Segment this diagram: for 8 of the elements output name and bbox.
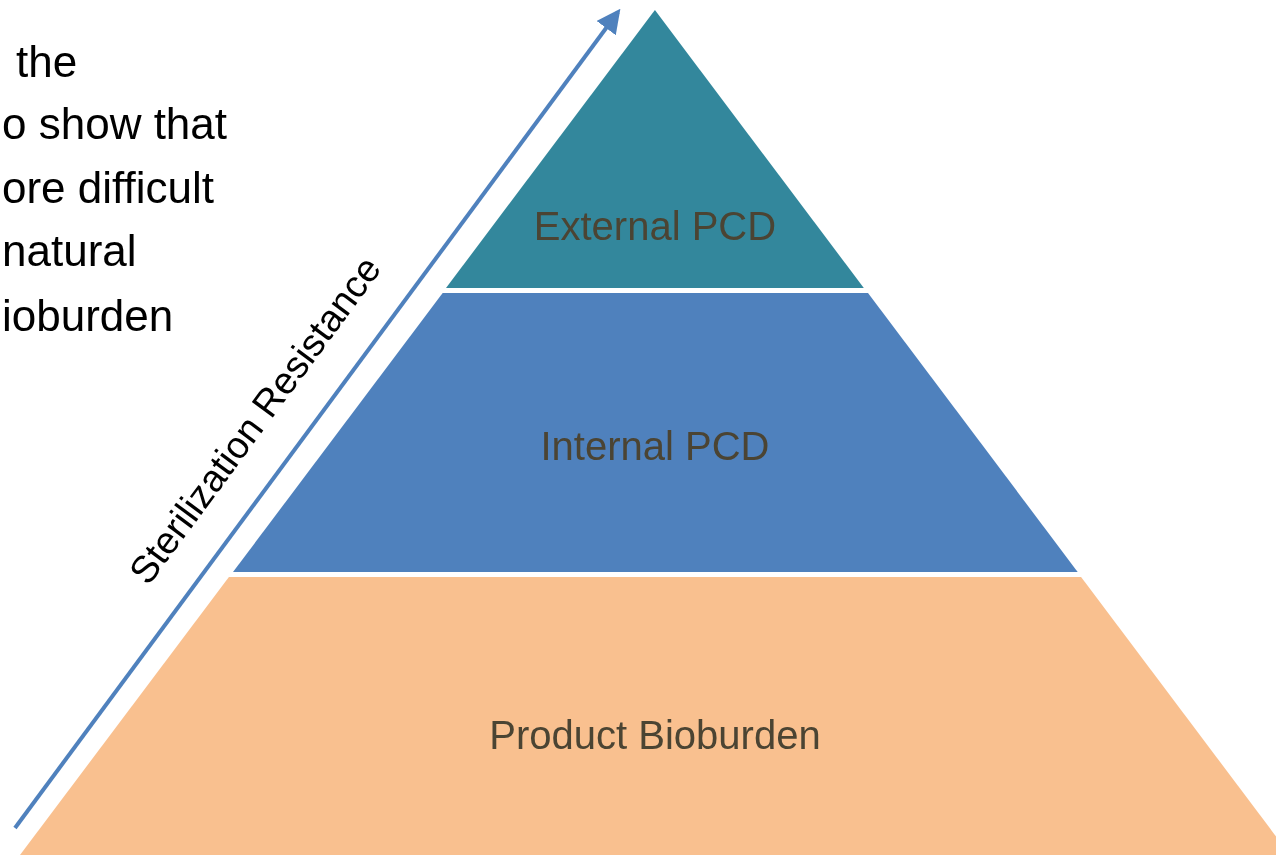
paragraph-line: the [16,40,78,84]
tier-label: External PCD [532,204,778,249]
paragraph-line: ioburden [2,294,174,338]
pyramid-top-tier [446,10,864,288]
tier-label: Product Bioburden [488,713,822,758]
paragraph-line: natural [2,229,137,273]
paragraph-line: o show that [2,102,228,146]
paragraph-line: ore difficult [2,166,214,210]
